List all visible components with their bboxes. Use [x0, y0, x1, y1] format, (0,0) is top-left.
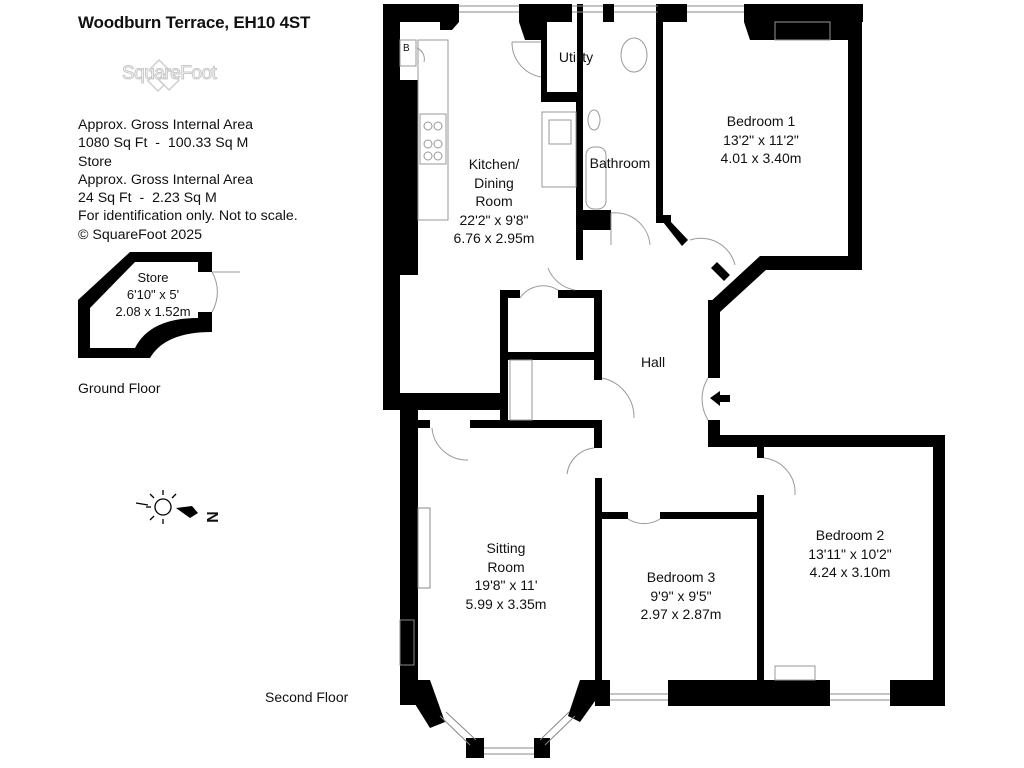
- room-dims-imperial: 19'8" x 11': [474, 577, 538, 593]
- room-name: Room: [487, 558, 525, 575]
- room-utility: Utility: [558, 49, 594, 65]
- room-bedroom-1: Bedroom 1 13'2" x 11'2" 4.01 x 3.40m: [721, 112, 802, 168]
- compass-north-label: N: [202, 511, 220, 523]
- entrance-arrow-icon: [710, 391, 730, 406]
- room-bedroom-2: Bedroom 2 13'11" x 10'2" 4.24 x 3.10m: [808, 526, 892, 582]
- second-floor-label: Second Floor: [265, 689, 349, 705]
- room-kitchen-dining: Kitchen/ Dining Room 22'2" x 9'8" 6.76 x…: [454, 155, 535, 248]
- info-line: 24 Sq Ft - 2.23 Sq M: [78, 190, 217, 207]
- room-dims-metric: 2.08 x 1.52m: [115, 304, 191, 319]
- room-dims-imperial: 22'2" x 9'8": [459, 211, 529, 228]
- property-title: Woodburn Terrace, EH10 4ST: [78, 13, 311, 32]
- room-dims-metric: 5.99 x 3.35m: [465, 595, 547, 612]
- room-name: Bedroom 3: [646, 569, 716, 585]
- room-name: Store: [137, 270, 169, 285]
- room-name: Kitchen/: [468, 156, 520, 172]
- area-info: Approx. Gross Internal Area 1080 Sq Ft -…: [78, 116, 298, 244]
- room-dims-metric: 2.97 x 2.87m: [640, 606, 722, 622]
- room-dims-metric: 6.76 x 2.95m: [453, 230, 535, 246]
- info-line: Approx. Gross Internal Area: [78, 171, 254, 188]
- room-dims-imperial: 13'11" x 10'2": [808, 545, 892, 562]
- boiler-label: B: [403, 43, 410, 54]
- walls: [383, 4, 945, 758]
- north-arrow-icon: [176, 506, 198, 518]
- fixtures: [399, 21, 831, 681]
- room-dims-imperial: 13'2" x 11'2": [723, 131, 799, 148]
- room-dims-imperial: 6'10" x 5': [126, 287, 180, 302]
- compass-sun-icon: [135, 490, 177, 524]
- room-hall: Hall: [640, 354, 666, 370]
- info-line: © SquareFoot 2025: [78, 226, 203, 243]
- info-line: Approx. Gross Internal Area: [78, 117, 254, 133]
- room-bedroom-3: Bedroom 3 9'9" x 9'5" 2.97 x 2.87m: [641, 568, 722, 624]
- room-store: Store 6'10" x 5' 2.08 x 1.52m: [115, 269, 190, 320]
- room-name: Room: [475, 193, 513, 209]
- room-name: Dining: [474, 174, 514, 191]
- room-bathroom: Bathroom: [589, 155, 651, 171]
- info-line: For identification only. Not to scale.: [78, 208, 298, 225]
- logo-text: SquareFoot: [121, 63, 217, 85]
- room-name: Bedroom 2: [815, 527, 885, 543]
- room-name: Sitting: [486, 540, 526, 556]
- room-dims-metric: 4.24 x 3.10m: [809, 564, 891, 580]
- room-name: Bedroom 1: [726, 113, 796, 129]
- room-dims-metric: 4.01 x 3.40m: [720, 150, 802, 166]
- store-walls: [78, 252, 212, 358]
- ground-floor-label: Ground Floor: [78, 380, 161, 396]
- squarefoot-logo-icon: [146, 58, 181, 93]
- info-line: 1080 Sq Ft - 100.33 Sq M: [78, 135, 249, 152]
- windows: [399, 5, 890, 755]
- room-dims-imperial: 9'9" x 9'5": [650, 587, 712, 604]
- room-sitting-room: Sitting Room 19'8" x 11' 5.99 x 3.35m: [466, 539, 547, 613]
- info-line: Store: [78, 153, 112, 170]
